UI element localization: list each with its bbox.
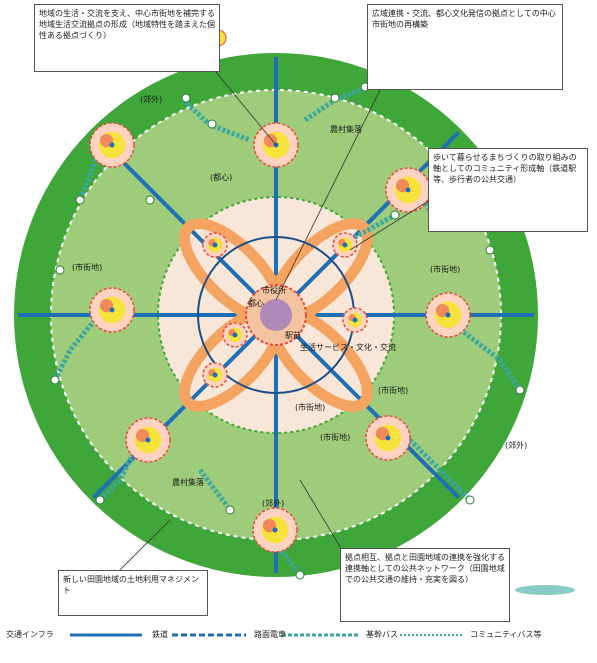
label-center_right: 生活サービス・文化・交流 xyxy=(300,342,396,352)
hub-station xyxy=(272,527,278,533)
regional-hub-8 xyxy=(202,232,228,258)
bus-route-8 xyxy=(77,149,103,201)
callout-top-left-text: 地域の生活・交流を支え、中心市街地を補完する地域生活交流拠点の形成（地域特性を踏… xyxy=(39,9,215,40)
regional-hub-3 xyxy=(365,415,411,461)
regional-hub-6 xyxy=(89,122,135,168)
leader-1 xyxy=(275,89,381,301)
hub-station xyxy=(212,242,218,248)
community-stop-9 xyxy=(50,375,60,385)
community-stop-1 xyxy=(207,119,217,129)
community-stop-11 xyxy=(225,505,235,515)
regional-hubs xyxy=(89,122,471,553)
hub-station xyxy=(352,317,358,323)
label-s2: (市街地) xyxy=(295,402,325,412)
bus-route-7 xyxy=(52,318,97,382)
label-center_left: 都心 xyxy=(248,299,264,308)
callout-bottom-right-text: 拠点相互、拠点と田園地域の連携を強化する連携軸としての公共ネットワーク（田園地域… xyxy=(345,553,505,584)
legend: 交通インフラ 鉄道 路面電車 基幹バス コミュニティバス等 xyxy=(4,625,594,645)
hub-station xyxy=(109,142,115,148)
map-labels: (郊外) (都心) 農村集落 (市街地) (市街地) (市街地) (郊外) 農村集落 (市街地)… xyxy=(72,94,527,508)
legend-item-rail: 鉄道 xyxy=(152,630,168,639)
community-stop-15 xyxy=(145,195,155,205)
legend-item-community-bus: コミュニティバス等 xyxy=(470,630,542,639)
hub-station xyxy=(109,307,115,313)
callout-mid-right-text: 歩いて暮らせるまちづくりの取り組みの軸としてのコミュニティ形成軸（鉄道駅等、歩行… xyxy=(433,153,577,184)
hub-station xyxy=(145,437,151,443)
hub-station xyxy=(405,187,411,193)
community-stop-7 xyxy=(295,570,305,580)
regional-hub-12 xyxy=(222,322,248,348)
regional-hub-11 xyxy=(342,307,368,333)
leader-3 xyxy=(119,519,171,571)
bus-route-10 xyxy=(348,212,397,243)
regional-hub-9 xyxy=(332,232,358,258)
hub-station xyxy=(445,312,451,318)
community-stop-12 xyxy=(390,210,400,220)
regional-hub-7 xyxy=(385,167,431,213)
community-stop-14 xyxy=(485,245,495,255)
label-mid_e: (郊外) xyxy=(505,440,527,450)
legend-item-trunk-bus: 基幹バス xyxy=(366,630,398,639)
label-nw: (郊外) xyxy=(140,94,162,104)
regional-hub-2 xyxy=(425,292,471,338)
regional-hub-1 xyxy=(89,287,135,333)
leader-0 xyxy=(215,71,277,146)
community-stop-0 xyxy=(181,93,191,103)
legend-item-tram: 路面電車 xyxy=(254,630,286,639)
bus-route-9 xyxy=(198,468,232,512)
label-mid_s: (市街地) xyxy=(320,432,350,442)
bus-route-5 xyxy=(268,533,302,577)
community-stop-8 xyxy=(95,495,105,505)
callout-top-right: 広域連携・交流、都心文化発信の拠点としての中心市街地の再構築 xyxy=(367,4,563,90)
callout-bottom-right: 拠点相互、拠点と田園地域の連携を強化する連携軸としての公共ネットワーク（田園地域… xyxy=(340,548,510,622)
leader-2 xyxy=(349,199,431,251)
bus-route-3 xyxy=(446,318,523,392)
label-se1: (市街地) xyxy=(378,385,408,395)
regional-hub-5 xyxy=(252,507,298,553)
bus-routes xyxy=(52,85,523,577)
community-stop-5 xyxy=(515,385,525,395)
regional-hub-10 xyxy=(202,362,228,388)
regional-hub-4 xyxy=(125,417,171,463)
label-e: (市街地) xyxy=(430,264,460,274)
label-sw: 農村集落 xyxy=(172,477,204,487)
center-core xyxy=(260,299,292,331)
callout-top-right-text: 広域連携・交流、都心文化発信の拠点としての中心市街地の再構築 xyxy=(372,9,556,29)
label-center_bottom: 駅前 xyxy=(285,330,301,340)
label-center_top: 市役所 xyxy=(262,285,286,295)
bus-route-4 xyxy=(408,438,472,502)
community-stop-10 xyxy=(75,195,85,205)
label-n: (都心) xyxy=(210,173,232,182)
legend-title: 交通インフラ xyxy=(6,630,54,639)
leader-4 xyxy=(299,479,346,556)
hub-station xyxy=(212,372,218,378)
callout-bottom-right-sample xyxy=(515,585,575,595)
label-s1: (郊外) xyxy=(262,498,284,508)
community-stop-13 xyxy=(55,265,65,275)
callout-top-left: 地域の生活・交流を支え、中心市街地を補完する地域生活交流拠点の形成（地域特性を踏… xyxy=(34,4,220,72)
community-stop-6 xyxy=(465,495,475,505)
callout-mid-right: 歩いて暮らせるまちづくりの取り組みの軸としてのコミュニティ形成軸（鉄道駅等、歩行… xyxy=(428,148,588,232)
label-w: (市街地) xyxy=(72,262,102,272)
callout-bottom-left: 新しい田園地域の土地利用マネジメント xyxy=(58,570,208,616)
hub-station xyxy=(342,242,348,248)
hub-station xyxy=(385,435,391,441)
label-nne: 農村集落 xyxy=(330,124,362,134)
hub-station xyxy=(232,332,238,338)
callout-bottom-left-text: 新しい田園地域の土地利用マネジメント xyxy=(63,575,199,595)
community-stop-2 xyxy=(330,93,340,103)
